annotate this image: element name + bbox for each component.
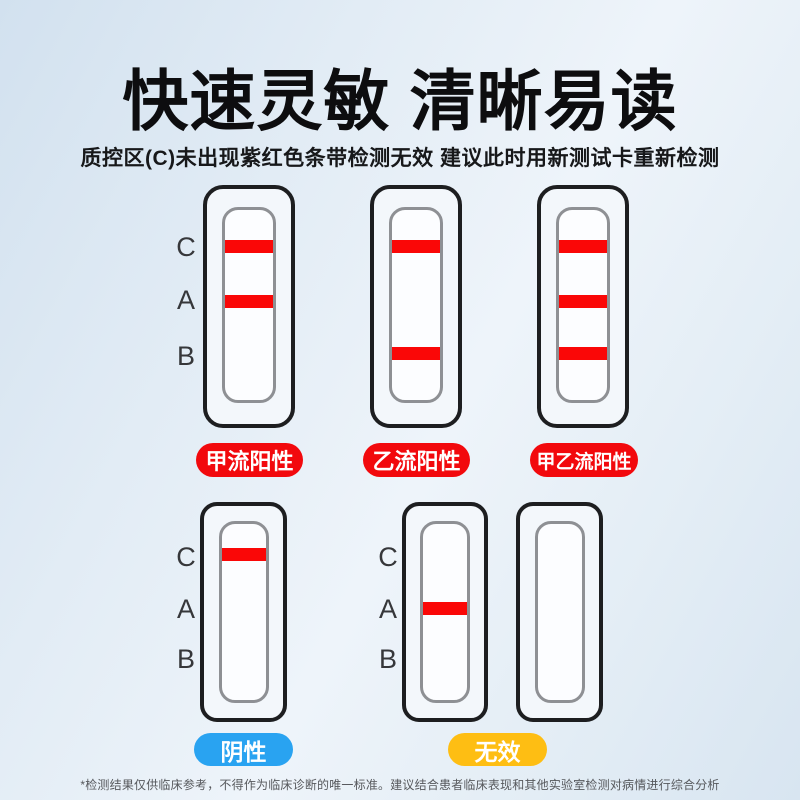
test-line-a — [559, 295, 607, 308]
line-label-a: A — [378, 594, 397, 624]
cassette-invalid-a-only — [402, 502, 488, 722]
test-line-a — [423, 602, 467, 615]
test-line-c — [225, 240, 273, 253]
test-result-window — [222, 207, 276, 403]
line-label-a: A — [176, 285, 195, 315]
result-label-flu-a-positive: 甲流阳性 — [196, 443, 303, 477]
disclaimer-text: *检测结果仅供临床参考，不得作为临床诊断的唯一标准。建议结合患者临床表现和其他实… — [80, 778, 720, 792]
line-label-c: C — [176, 542, 196, 572]
cassette-flu-ab-positive — [537, 185, 629, 428]
line-label-c: C — [378, 542, 398, 572]
test-line-a — [225, 295, 273, 308]
line-label-c: C — [176, 232, 196, 262]
result-label-flu-b-positive: 乙流阳性 — [363, 443, 470, 477]
page-title: 快速灵敏 清晰易读 — [122, 64, 678, 138]
result-label-flu-ab-positive: 甲乙流阳性 — [530, 443, 638, 477]
line-label-a: A — [176, 594, 195, 624]
cassette-flu-b-positive — [370, 185, 462, 428]
test-result-window — [534, 521, 585, 703]
test-result-window — [556, 207, 610, 403]
test-line-b — [559, 347, 607, 360]
test-line-c — [559, 240, 607, 253]
test-result-window — [218, 521, 269, 703]
test-result-window — [389, 207, 443, 403]
test-result-window — [420, 521, 470, 703]
cassette-flu-a-positive — [203, 185, 295, 428]
cassette-negative — [200, 502, 287, 722]
test-line-c — [392, 240, 440, 253]
line-label-b: B — [176, 341, 195, 371]
result-label-negative: 阴性 — [194, 733, 293, 766]
page-subtitle: 质控区(C)未出现紫红色条带检测无效 建议此时用新测试卡重新检测 — [80, 147, 720, 170]
line-label-b: B — [378, 644, 397, 674]
cassette-invalid-blank — [516, 502, 603, 722]
result-label-invalid: 无效 — [448, 733, 547, 766]
test-line-b — [392, 347, 440, 360]
test-line-c — [221, 548, 266, 561]
line-label-b: B — [176, 644, 195, 674]
